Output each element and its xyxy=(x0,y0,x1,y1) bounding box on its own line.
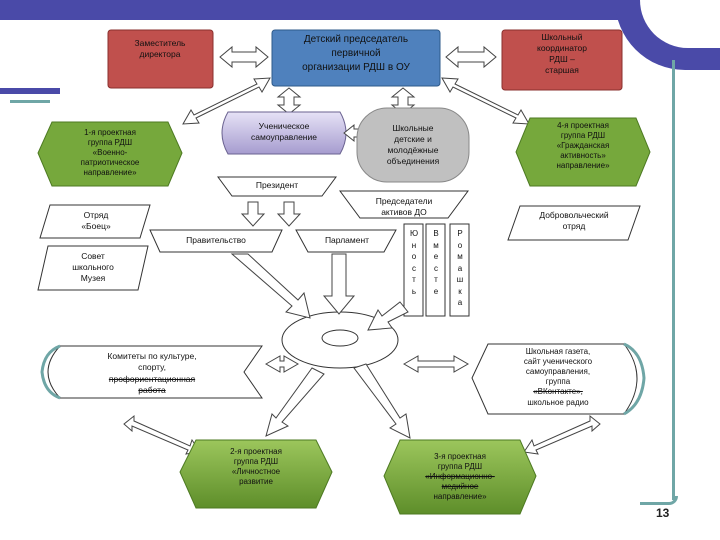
squad-shape xyxy=(39,204,151,239)
project3-label-3: направление» xyxy=(433,492,487,501)
project3-label: 3-я проектная группа РДШ xyxy=(434,452,486,471)
asset-chairs-shape xyxy=(339,190,469,219)
project3-hexagon xyxy=(383,439,537,515)
project3-label-2: «Информационно- медийное xyxy=(425,472,495,491)
asset-chairs-label: Председатели активов ДО xyxy=(375,196,433,217)
arrow-president-government xyxy=(240,201,266,227)
column-label-2: В м е с т е xyxy=(433,229,439,296)
arrow-ring-newspaper xyxy=(402,355,470,373)
newspaper-scroll xyxy=(471,343,638,415)
column-label-1: Ю н о с т ь xyxy=(409,229,419,296)
newspaper-label: Школьная газета, сайт ученического самоу… xyxy=(523,347,593,386)
president-shape xyxy=(217,176,337,197)
arrow-chair-coordinator xyxy=(445,45,497,69)
arrow-ring-project3 xyxy=(353,363,411,439)
slide-right-line xyxy=(672,60,675,500)
coordinator-box xyxy=(501,29,623,91)
committees-scroll xyxy=(47,345,263,399)
slide-left-bar xyxy=(0,88,60,94)
student-gov-label: Ученическое самоуправление xyxy=(251,121,317,142)
column-box-3 xyxy=(449,223,470,317)
project4-hexagon xyxy=(515,117,651,187)
youth-assoc-label: Школьные детские и молодёжные объединени… xyxy=(386,123,440,166)
project4-label: 4-я проектная группа РДШ «Гражданская ак… xyxy=(556,121,610,170)
column-label-3: Р о м а ш к а xyxy=(456,229,464,307)
arrow-ring-committees xyxy=(264,355,300,373)
slide-top-bar xyxy=(0,0,660,20)
arrow-chair-student-gov xyxy=(276,87,302,115)
student-gov-shape xyxy=(221,111,347,155)
arrow-government-ring xyxy=(230,253,311,319)
deputy-box xyxy=(107,29,214,89)
committees-label-2: профориентационная работа xyxy=(108,374,196,395)
project1-hexagon xyxy=(37,121,183,187)
government-label: Правительство xyxy=(186,235,246,245)
slide-left-accent xyxy=(10,100,50,103)
museum-shape xyxy=(37,245,149,291)
arrow-chair-project1 xyxy=(182,77,271,125)
volunteer-shape xyxy=(507,205,641,241)
arrow-parliament-ring xyxy=(322,253,356,315)
page-number: 13 xyxy=(656,506,670,520)
newspaper-label-3: школьное радио xyxy=(527,398,589,407)
center-ring xyxy=(281,311,399,369)
committees-label: Комитеты по культуре, спорту, xyxy=(107,351,197,372)
arrow-newspaper-project3 xyxy=(523,414,601,455)
project2-label: 2-я проектная группа РДШ «Личностное раз… xyxy=(230,447,282,486)
arrow-columns-ring xyxy=(367,301,409,331)
squad-label: Отряд «Боец» xyxy=(81,210,111,231)
arrow-committees-project2 xyxy=(123,414,201,455)
volunteer-label: Добровольческий отряд xyxy=(539,210,609,231)
arrow-president-parliament xyxy=(276,201,302,227)
column-box-1 xyxy=(403,223,424,317)
coordinator-label: Школьный координатор РДШ – старшая xyxy=(537,32,587,75)
column-box-2 xyxy=(425,223,446,317)
parliament-label: Парламент xyxy=(324,235,370,245)
museum-label: Совет школьного Музея xyxy=(72,251,114,283)
chair-box xyxy=(271,29,441,87)
youth-assoc-box xyxy=(356,107,470,183)
chair-label: Детский председатель первичной организац… xyxy=(302,34,410,73)
project2-hexagon xyxy=(179,439,333,509)
newspaper-label-2: «ВКонтакте», xyxy=(533,387,583,396)
president-label: Президент xyxy=(255,180,299,190)
arrow-deputy-chair xyxy=(219,45,269,69)
deputy-label: Заместитель директора xyxy=(134,38,186,59)
parliament-shape xyxy=(295,229,397,253)
slide-right-hook xyxy=(640,496,678,505)
arrow-ring-project2 xyxy=(265,367,325,437)
government-shape xyxy=(149,229,283,253)
committees-scroll-curl xyxy=(40,344,61,400)
newspaper-scroll-curl xyxy=(623,342,646,416)
project1-label: 1-я проектная группа РДШ «Военно- патрио… xyxy=(80,128,140,177)
